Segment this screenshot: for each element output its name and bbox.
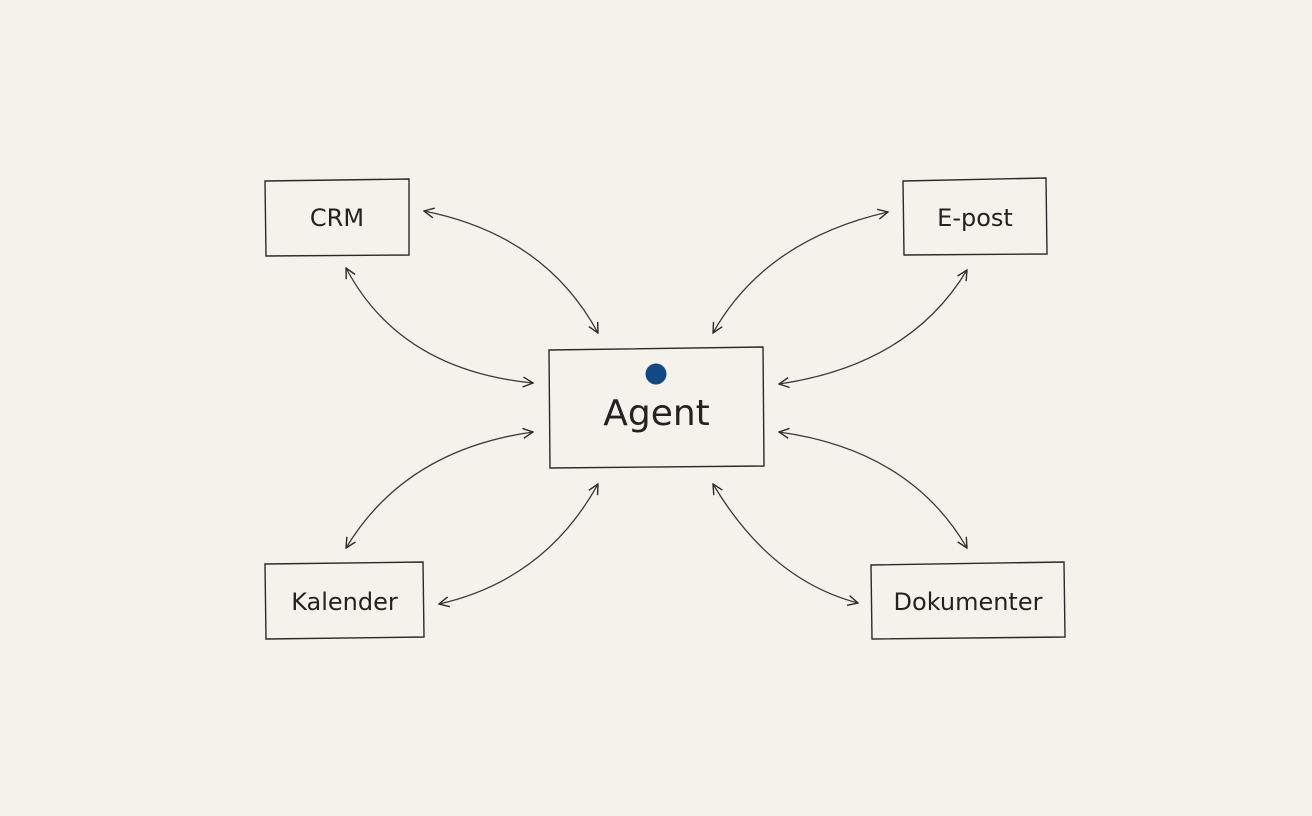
arrow-crm-agent-1 — [424, 211, 598, 333]
calendar-box — [264, 561, 425, 640]
arrow-email-agent-2 — [779, 270, 967, 384]
crm-box — [264, 178, 410, 257]
documents-label: Dokumenter — [893, 587, 1043, 616]
documents-box — [870, 561, 1066, 640]
agent-label: Agent — [603, 392, 710, 434]
agent-box — [548, 346, 765, 469]
arrow-calendar-agent-2 — [439, 484, 598, 604]
calendar-label: Kalender — [291, 587, 398, 616]
arrow-calendar-agent-1 — [346, 432, 533, 548]
arrow-documents-agent-2 — [713, 484, 858, 603]
email-label: E-post — [937, 203, 1013, 232]
arrow-crm-agent-2 — [346, 268, 533, 383]
crm-label: CRM — [309, 203, 365, 232]
arrow-documents-agent-1 — [779, 432, 967, 548]
arrow-email-agent-1 — [713, 212, 888, 333]
status-dot-icon — [645, 363, 667, 385]
email-box — [902, 177, 1048, 256]
